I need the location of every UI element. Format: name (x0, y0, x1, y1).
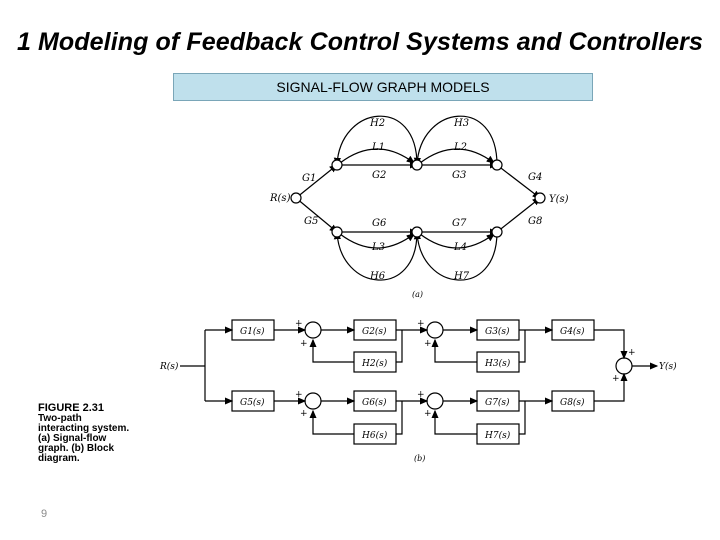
output-summing-junction (615, 357, 633, 375)
sign: + (300, 339, 308, 349)
section-banner: SIGNAL-FLOW GRAPH MODELS (173, 73, 593, 101)
sfg-node (411, 159, 423, 171)
sign: + (417, 319, 425, 329)
sign: + (628, 348, 636, 358)
sfg-label-l2: L2 (453, 142, 467, 153)
caption-line: Two-path (38, 413, 82, 424)
sfg-node (491, 226, 503, 238)
sfg-loop-l4 (419, 233, 495, 249)
sfg-loop-l2 (419, 148, 495, 164)
sfg-feedback-h6 (333, 230, 418, 281)
sign: + (424, 339, 432, 349)
sfg-label-h3: H3 (453, 118, 469, 129)
sign: + (295, 319, 303, 329)
sfg-label-h7: H7 (453, 271, 470, 282)
sign: + (424, 409, 432, 419)
bd-label-g3: G3(s) (485, 326, 510, 337)
figure-number: FIGURE 2.31 (38, 402, 105, 414)
slide-number: 9 (41, 508, 48, 520)
caption-line: diagram. (38, 453, 80, 464)
bd-label-h3: H3(s) (484, 358, 511, 369)
summing-junction (304, 392, 322, 410)
sfg-node (331, 159, 343, 171)
bd-label-g1: G1(s) (240, 326, 265, 337)
sfg-node-output (534, 192, 546, 204)
summing-junction (426, 321, 444, 339)
signal-flow-graph (295, 115, 541, 281)
sfg-label-g7: G7 (452, 218, 467, 229)
sfg-branch-g5 (295, 197, 338, 233)
bd-part-label: (b) (414, 454, 425, 463)
sfg-output-label: Y(s) (549, 194, 569, 205)
bd-label-h7: H7(s) (484, 430, 511, 441)
sfg-label-h2: H2 (369, 118, 385, 129)
bd-label-h2: H2(s) (361, 358, 388, 369)
sfg-label-l1: L1 (371, 142, 385, 153)
sfg-node (411, 226, 423, 238)
sfg-label-g3: G3 (452, 170, 466, 181)
block-signs: + + + + + + + + + + (b) (295, 319, 636, 463)
bd-output-label: Y(s) (659, 361, 677, 372)
sfg-branch-g8 (496, 197, 541, 233)
sfg-label-g1: G1 (302, 173, 316, 184)
caption-line: interacting system. (38, 423, 130, 434)
bd-label-h6: H6(s) (361, 430, 388, 441)
sfg-label-g5: G5 (304, 216, 318, 227)
block-diagram (180, 319, 659, 445)
sfg-label-g6: G6 (372, 218, 387, 229)
sfg-label-g2: G2 (372, 170, 386, 181)
sign: + (295, 390, 303, 400)
sfg-label-l3: L3 (371, 242, 385, 253)
sfg-branch-g4 (496, 164, 541, 199)
sfg-feedback-h2 (333, 115, 418, 167)
bd-label-g7: G7(s) (485, 397, 510, 408)
sfg-loop-l3 (339, 233, 415, 249)
sfg-branch-g1 (295, 164, 338, 199)
sfg-label-g4: G4 (528, 172, 542, 183)
bd-input-label: R(s) (159, 361, 179, 372)
sfg-feedback-h7 (413, 230, 498, 281)
sfg-label-g8: G8 (528, 216, 542, 227)
sfg-node (331, 226, 343, 238)
sign: + (417, 390, 425, 400)
sfg-node (491, 159, 503, 171)
bd-label-g4: G4(s) (560, 326, 585, 337)
summing-junction (426, 392, 444, 410)
sfg-node-input (290, 192, 302, 204)
sfg-label-l4: L4 (453, 242, 467, 253)
block-labels: R(s) Y(s) G1(s) G2(s) G3(s) G4(s) H2(s) … (159, 326, 677, 441)
slide-title: 1 Modeling of Feedback Control Systems a… (16, 28, 704, 56)
summing-junction (304, 321, 322, 339)
sfg-labels: R(s) Y(s) G1 G2 G3 G4 G5 G6 G7 G8 L1 L2 … (269, 118, 569, 299)
sfg-nodes (290, 159, 546, 238)
sfg-input-label: R(s) (269, 193, 291, 204)
caption-line: graph. (b) Block (38, 443, 115, 454)
bd-label-g2: G2(s) (362, 326, 387, 337)
sign: + (300, 409, 308, 419)
sfg-feedback-h3 (413, 115, 498, 167)
sfg-label-h6: H6 (369, 271, 386, 282)
bd-label-g8: G8(s) (560, 397, 585, 408)
figure-caption: FIGURE 2.31 Two-path interacting system.… (38, 403, 178, 464)
bd-label-g6: G6(s) (362, 397, 387, 408)
caption-line: (a) Signal-flow (38, 433, 107, 444)
sfg-loop-l1 (339, 148, 415, 164)
bd-label-g5: G5(s) (240, 397, 265, 408)
sfg-part-label: (a) (412, 290, 423, 299)
sign: + (612, 374, 620, 384)
